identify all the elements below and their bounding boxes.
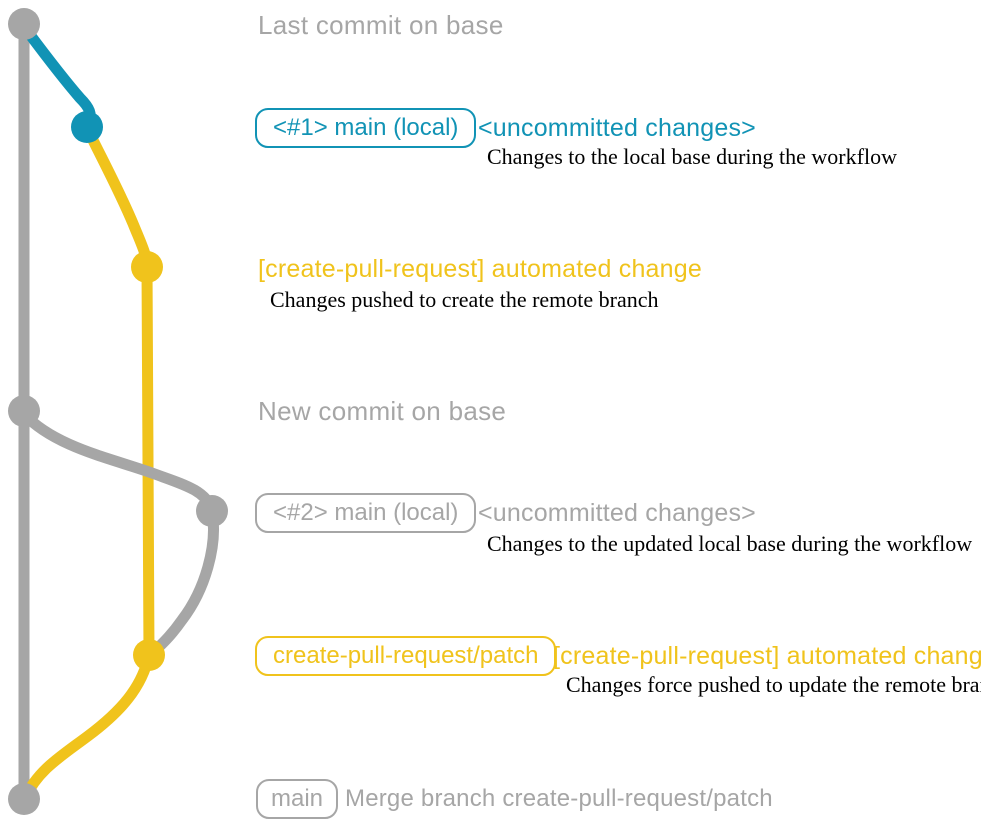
commit-node-automated-change-1 — [131, 251, 163, 283]
patch-branch-curve-top — [82, 124, 153, 276]
rebase-merge-curve — [144, 506, 219, 662]
heading-uncommitted-changes-1: <uncommitted changes> — [478, 114, 756, 142]
local-main-branch-curve — [19, 22, 96, 129]
note-changes-force-pushed: Changes force pushed to update the remot… — [566, 672, 981, 697]
heading-merge-branch: Merge branch create-pull-request/patch — [345, 785, 773, 812]
commit-node-automated-change-2 — [133, 639, 165, 671]
commit-node-new-commit-on-base — [8, 395, 40, 427]
branch-badge-create-pull-request-patch: create-pull-request/patch — [255, 636, 557, 676]
heading-automated-change-1: [create-pull-request] automated change — [258, 255, 702, 283]
commit-node-local-main-2 — [196, 495, 228, 527]
commit-node-last-commit-on-base — [8, 8, 40, 40]
commit-node-merge-commit — [8, 783, 40, 815]
heading-automated-change-2: [create-pull-request] automated change — [553, 642, 981, 670]
note-local-base-changes: Changes to the local base during the wor… — [487, 144, 897, 169]
patch-merge-curve — [19, 649, 155, 804]
label-last-commit-on-base: Last commit on base — [258, 10, 504, 40]
branch-badge-main-local-2: <#2> main (local) — [255, 493, 477, 533]
branch-badge-main: main — [256, 779, 339, 819]
branch-badge-main-local-1: <#1> main (local) — [255, 108, 477, 148]
heading-uncommitted-changes-2: <uncommitted changes> — [478, 499, 756, 527]
note-changes-pushed: Changes pushed to create the remote bran… — [270, 287, 659, 312]
label-new-commit-on-base: New commit on base — [258, 396, 507, 426]
rebase-branch-curve — [18, 408, 218, 516]
patch-branch-line — [141, 261, 155, 661]
commit-node-local-main-1 — [71, 111, 103, 143]
note-updated-local-base-changes: Changes to the updated local base during… — [487, 531, 973, 556]
